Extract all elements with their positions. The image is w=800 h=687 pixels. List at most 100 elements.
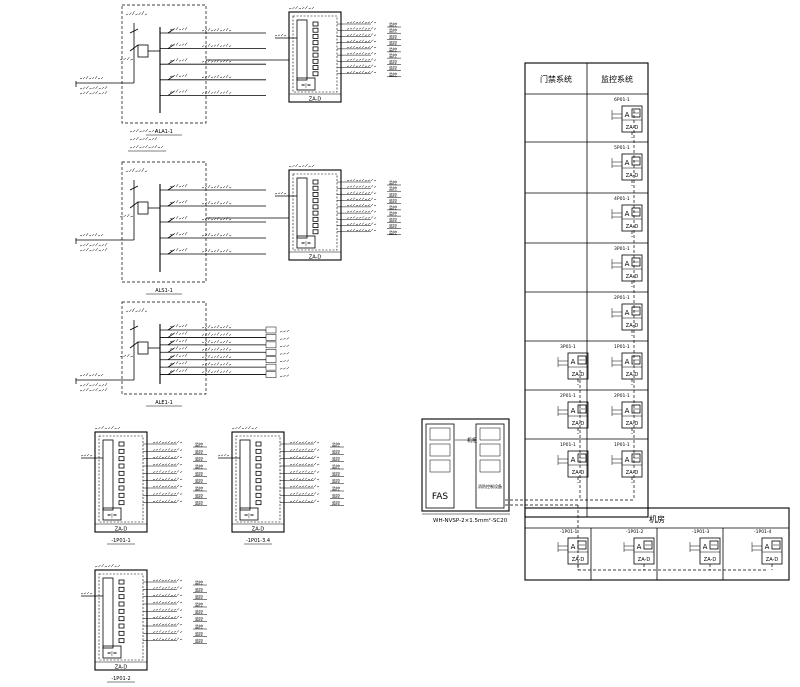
riser-panel: 2P01-1A ZA-D — [611, 295, 643, 336]
svg-text:A: A — [571, 543, 576, 551]
box-type-label: ZA-D — [115, 527, 128, 533]
svg-text:监控: 监控 — [389, 40, 397, 46]
svg-text:A: A — [571, 358, 576, 366]
cabinet-group — [421, 418, 510, 512]
riser-panel-label: -1P01-4 — [754, 529, 772, 535]
riser-panel-type: ZA-D — [638, 557, 651, 563]
svg-text:监控: 监控 — [195, 630, 203, 636]
fas-label: FAS — [432, 492, 449, 502]
svg-text:A: A — [765, 543, 770, 551]
svg-text:监控: 监控 — [195, 601, 203, 607]
machine-room-label: 机房 — [649, 514, 665, 524]
riser-panels: 6P01-1AZA-D5P01-1AZA-D4P01-1AZA-D3P01-1A… — [557, 97, 783, 570]
svg-text:监控: 监控 — [332, 470, 340, 476]
riser-panel-type: ZA-D — [626, 173, 639, 179]
svg-text:监控: 监控 — [389, 71, 397, 77]
svg-text:A: A — [637, 543, 642, 551]
schematic-caption: ALS1-1 — [155, 288, 173, 294]
header-right: 监控系统 — [601, 74, 633, 84]
svg-text:监控: 监控 — [195, 500, 203, 506]
riser-panel-label: 2P01-1 — [614, 295, 630, 301]
svg-text:监控: 监控 — [332, 492, 340, 498]
svg-text:监控: 监控 — [195, 456, 203, 462]
riser-panel-label: -1P01-3 — [692, 529, 710, 535]
cable-label: WH-NVSP-2×1.5mm²-SC20 — [433, 517, 508, 524]
svg-text:监控: 监控 — [389, 198, 397, 204]
svg-text:A: A — [571, 407, 576, 415]
box-caption: -1P01-2 — [111, 676, 130, 682]
svg-text:监控: 监控 — [389, 33, 397, 39]
riser-panel-type: ZA-D — [626, 125, 639, 131]
fire-cabinets: FAS 消防控制设备 机柜 WH-NVSP-2×1.5mm²-SC20 — [421, 418, 510, 524]
svg-text:=|=: =|= — [107, 651, 117, 657]
svg-text:监控: 监控 — [389, 223, 397, 229]
svg-text:监控: 监控 — [389, 185, 397, 191]
riser-panel-type: ZA-D — [572, 470, 585, 476]
svg-text:监控: 监控 — [195, 608, 203, 614]
riser-panel-label: 5P01-1 — [614, 145, 630, 151]
svg-text:监控: 监控 — [195, 594, 203, 600]
svg-text:监控: 监控 — [389, 191, 397, 197]
riser-panel-type: ZA-D — [572, 557, 585, 563]
svg-text:=|=: =|= — [301, 83, 311, 89]
riser-panel: 4P01-1A ZA-D — [611, 196, 643, 237]
svg-text:A: A — [625, 309, 630, 317]
svg-text:A: A — [625, 260, 630, 268]
svg-text:A: A — [625, 407, 630, 415]
riser-panel: 6P01-1A ZA-D — [611, 97, 643, 138]
riser-panel-type: ZA-D — [766, 557, 779, 563]
svg-text:监控: 监控 — [195, 485, 203, 491]
svg-text:监控: 监控 — [195, 470, 203, 476]
riser-panel: -1P01-1A ZA-D — [557, 529, 589, 570]
box-type-label: ZA-D — [309, 255, 322, 261]
riser-panel-type: ZA-D — [626, 470, 639, 476]
box-caption: -1P01-1 — [111, 538, 130, 544]
box-caption: -1P01-3.4 — [246, 538, 270, 544]
svg-text:监控: 监控 — [389, 21, 397, 27]
box-type-label: ZA-D — [252, 527, 265, 533]
riser-panel-type: ZA-D — [626, 323, 639, 329]
svg-text:A: A — [625, 111, 630, 119]
riser-panel-label: 1P01-1 — [614, 442, 630, 448]
svg-text:监控: 监控 — [332, 478, 340, 484]
riser-panel-type: ZA-D — [572, 421, 585, 427]
fas-cabinet — [425, 423, 455, 509]
riser-panel-label: 4P01-1 — [614, 196, 630, 202]
box-type-label: ZA-D — [115, 665, 128, 671]
svg-text:=|=: =|= — [301, 241, 311, 247]
riser-panel-label: 2P01-1 — [560, 393, 576, 399]
svg-text:=|=: =|= — [244, 513, 254, 519]
riser-panel: -1P01-4A ZA-D — [751, 529, 783, 570]
riser-panel-label: 3P01-1 — [614, 246, 630, 252]
riser-panel-label: 1P01-1 — [614, 344, 630, 350]
svg-text:监控: 监控 — [389, 65, 397, 71]
distribution-schematic: ALS1-1 — [75, 161, 266, 295]
riser-panel-label: -1P01-1 — [560, 529, 578, 535]
svg-text:A: A — [625, 210, 630, 218]
riser-panel-label: 6P01-1 — [614, 97, 630, 103]
schematic-caption: ALA1-1 — [155, 129, 173, 135]
svg-text:监控: 监控 — [389, 52, 397, 58]
riser-panel-type: ZA-D — [626, 224, 639, 230]
svg-text:监控: 监控 — [389, 179, 397, 185]
svg-text:监控: 监控 — [195, 441, 203, 447]
svg-text:监控: 监控 — [195, 448, 203, 454]
box-type-label: ZA-D — [309, 97, 322, 103]
header-left: 门禁系统 — [540, 74, 572, 84]
riser-panel-label: 2P01-1 — [614, 393, 630, 399]
svg-text:监控: 监控 — [195, 579, 203, 585]
